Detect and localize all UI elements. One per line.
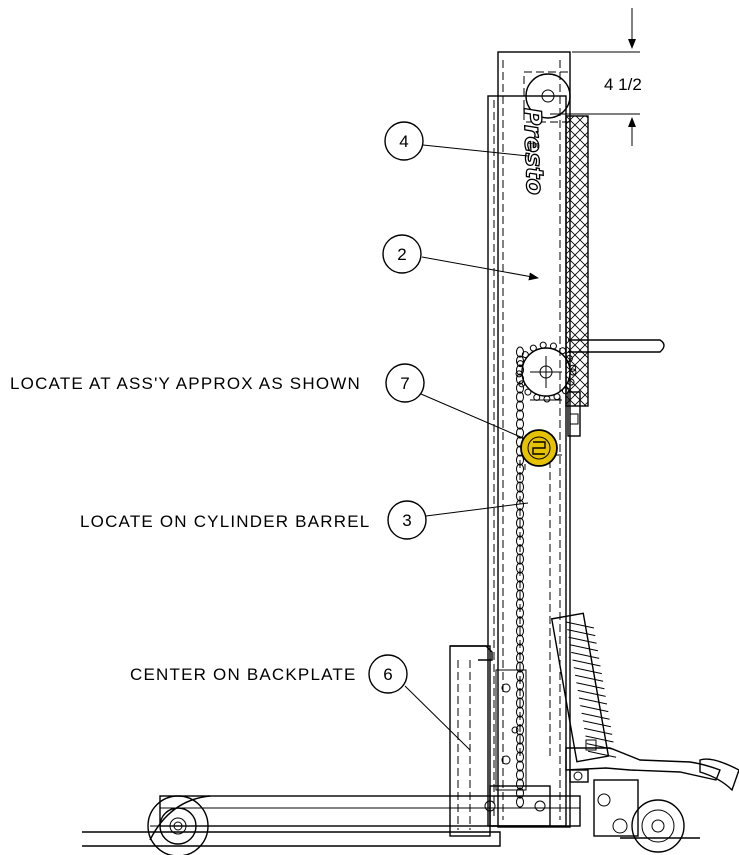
callout-3-label: LOCATE ON CYLINDER BARREL	[80, 512, 370, 531]
rear-caster	[593, 779, 700, 853]
spring	[550, 612, 617, 763]
chain	[515, 341, 577, 808]
callout-3: LOCATE ON CYLINDER BARREL 3	[80, 500, 529, 540]
svg-text:Presto: Presto	[518, 107, 549, 195]
callout-7-label: LOCATE AT ASS'Y APPROX AS SHOWN	[10, 374, 361, 393]
badge-icon	[520, 429, 558, 467]
callout-6-label: CENTER ON BACKPLATE	[130, 665, 357, 684]
svg-text:2: 2	[397, 245, 406, 264]
top-sheave	[523, 71, 571, 123]
svg-text:7: 7	[400, 374, 409, 393]
front-wheel	[147, 795, 209, 855]
callout-4: 4	[384, 121, 529, 161]
dimension-4-1-2: 4 1/2	[550, 8, 642, 146]
foot-pedal	[565, 739, 739, 792]
svg-text:6: 6	[383, 665, 392, 684]
backplate	[449, 645, 527, 837]
svg-text:4: 4	[399, 132, 408, 151]
dimension-text: 4 1/2	[604, 75, 642, 94]
svg-text:3: 3	[402, 511, 411, 530]
callout-2: 2	[382, 234, 539, 281]
base-frame	[82, 785, 581, 847]
callout-6: CENTER ON BACKPLATE 6	[130, 654, 471, 751]
carriage-latch	[567, 391, 581, 437]
presto-logo: Presto TM	[517, 107, 549, 196]
callout-7: LOCATE AT ASS'Y APPROX AS SHOWN 7	[10, 363, 524, 439]
carriage-plate	[565, 115, 589, 407]
svg-text:TM: TM	[527, 142, 538, 150]
push-handle	[568, 339, 665, 353]
